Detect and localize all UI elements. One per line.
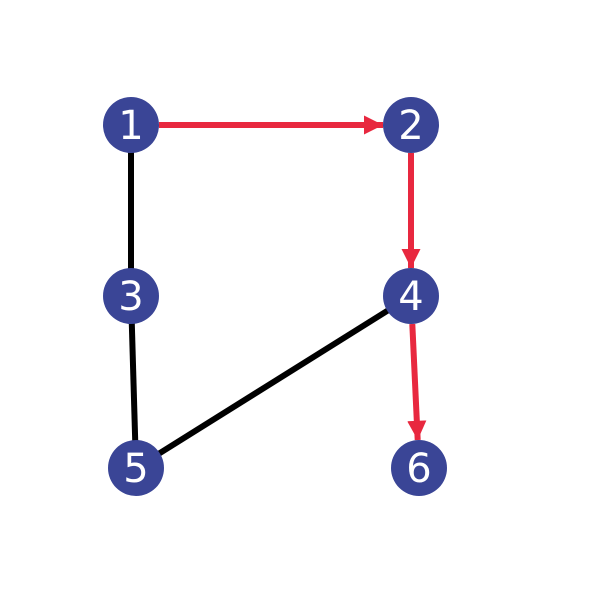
node-5-label: 5 [123, 446, 148, 492]
edge-4-6 [407, 323, 427, 441]
node-6-circle [391, 440, 447, 496]
node-5: 5 [108, 440, 164, 496]
node-1: 1 [103, 97, 159, 153]
node-2: 2 [383, 97, 439, 153]
node-3-label: 3 [118, 274, 143, 320]
node-4-circle [383, 268, 439, 324]
edge-5-4 [134, 293, 413, 471]
node-6-label: 6 [406, 446, 431, 492]
node-3: 3 [103, 268, 159, 324]
node-4: 4 [383, 268, 439, 324]
edges-layer [128, 115, 427, 471]
node-4-label: 4 [398, 274, 423, 320]
node-2-circle [383, 97, 439, 153]
node-5-circle [108, 440, 164, 496]
nodes-layer: 1 2 3 4 5 6 [103, 97, 447, 496]
node-6: 6 [391, 440, 447, 496]
edge-3-5 [128, 295, 139, 469]
node-1-label: 1 [118, 103, 143, 149]
node-2-label: 2 [398, 103, 423, 149]
node-1-circle [103, 97, 159, 153]
node-3-circle [103, 268, 159, 324]
